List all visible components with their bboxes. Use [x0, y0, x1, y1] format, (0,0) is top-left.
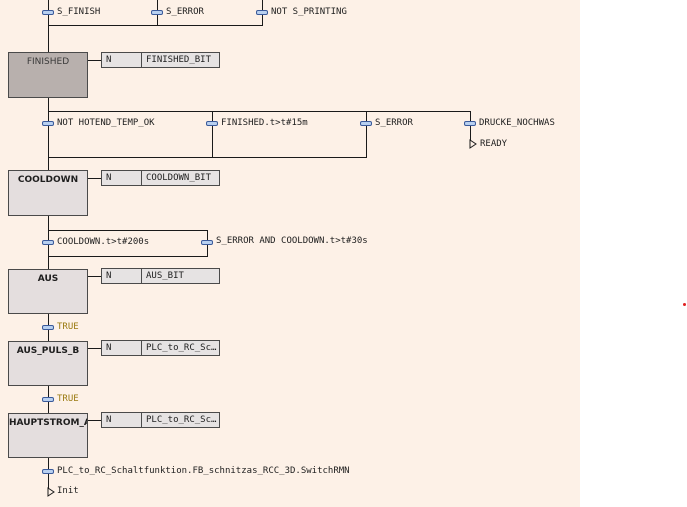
action-name: PLC_to_RC_Sc… — [146, 343, 217, 353]
action-name: AUS_BIT — [146, 271, 184, 281]
transition-condition: S_ERROR AND COOLDOWN.t>t#30s — [216, 236, 368, 246]
action-qualifier: N — [102, 341, 142, 355]
transition-condition: FINISHED.t>t#15m — [221, 118, 308, 128]
step-aus[interactable]: AUS — [8, 269, 88, 314]
transition-bar[interactable] — [256, 10, 268, 15]
transition-bar[interactable] — [42, 469, 54, 474]
transition-bar[interactable] — [206, 121, 218, 126]
step-aus-puls-b[interactable]: AUS_PULS_B — [8, 341, 88, 386]
transition-condition: NOT S_PRINTING — [271, 7, 347, 17]
transition-condition: DRUCKE_NOCHWAS — [479, 118, 555, 128]
step-finished[interactable]: FINISHED — [8, 52, 88, 98]
jump-arrow-init-icon — [47, 487, 55, 497]
transition-condition: NOT HOTEND_TEMP_OK — [57, 118, 155, 128]
jump-arrow-ready-icon — [469, 139, 477, 149]
transition-condition: COOLDOWN.t>t#200s — [57, 237, 150, 247]
action-qualifier: N — [102, 269, 142, 283]
action-qualifier: N — [102, 171, 142, 185]
transition-bar[interactable] — [201, 240, 213, 245]
transition-condition-true: TRUE — [57, 394, 79, 404]
transition-bar[interactable] — [42, 325, 54, 330]
sfc-workarea — [0, 0, 580, 507]
marker-dot-icon — [683, 303, 686, 306]
action-qualifier: N — [102, 53, 142, 67]
action-aus-puls-b[interactable]: N PLC_to_RC_Sc… — [101, 340, 220, 356]
transition-bar[interactable] — [42, 10, 54, 15]
transition-bar[interactable] — [42, 240, 54, 245]
transition-bar[interactable] — [360, 121, 372, 126]
transition-bar[interactable] — [42, 121, 54, 126]
transition-bar[interactable] — [151, 10, 163, 15]
jump-target-ready: READY — [480, 139, 508, 149]
action-aus[interactable]: N AUS_BIT — [101, 268, 220, 284]
action-name: FINISHED_BIT — [146, 55, 212, 65]
transition-condition: S_ERROR — [375, 118, 413, 128]
transition-condition-true: TRUE — [57, 322, 79, 332]
transition-bar[interactable] — [464, 121, 476, 126]
transition-condition: S_ERROR — [166, 7, 204, 17]
action-name: PLC_to_RC_Sc… — [146, 415, 217, 425]
step-cooldown[interactable]: COOLDOWN — [8, 170, 88, 216]
transition-bar[interactable] — [42, 397, 54, 402]
action-hauptstrom[interactable]: N PLC_to_RC_Sc… — [101, 412, 220, 428]
action-qualifier: N — [102, 413, 142, 427]
action-name: COOLDOWN_BIT — [146, 173, 212, 183]
action-finished[interactable]: N FINISHED_BIT — [101, 52, 220, 68]
transition-condition: S_FINISH — [57, 7, 101, 17]
action-cooldown[interactable]: N COOLDOWN_BIT — [101, 170, 220, 186]
step-hauptstrom[interactable]: HAUPTSTROM_A… — [8, 413, 88, 458]
jump-target-init: Init — [57, 486, 79, 496]
transition-condition: PLC_to_RC_Schaltfunktion.FB_schnitzas_RC… — [57, 466, 350, 476]
